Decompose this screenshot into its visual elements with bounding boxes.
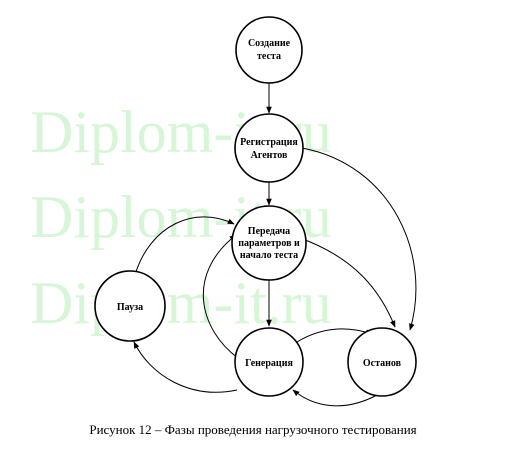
node-register-line-1: Регистрация bbox=[240, 137, 298, 148]
edge-pause-transfer bbox=[134, 216, 235, 276]
edge-transfer-stop bbox=[299, 237, 396, 328]
node-create: Создание теста bbox=[235, 16, 303, 84]
watermark-text: Diplom-it.ru bbox=[30, 270, 332, 336]
node-create-line-1: Создание bbox=[248, 38, 291, 49]
edge-generate-transfer bbox=[202, 234, 239, 359]
edges bbox=[133, 83, 417, 407]
node-pause-label: Пауза bbox=[117, 302, 143, 313]
figure-caption: Рисунок 12 – Фазы проведения нагрузочног… bbox=[89, 422, 417, 437]
node-create-line-2: теста bbox=[257, 51, 281, 62]
node-stop-label: Останов bbox=[363, 358, 402, 369]
node-transfer-line-2: параметров и bbox=[238, 238, 300, 249]
edge-generate-stop bbox=[296, 328, 373, 343]
node-register-line-2: Агентов bbox=[251, 150, 288, 161]
node-stop: Останов bbox=[347, 327, 417, 397]
node-generate: Генерация bbox=[234, 327, 304, 397]
node-generate-label: Генерация bbox=[245, 358, 293, 369]
node-pause: Пауза bbox=[94, 270, 166, 342]
node-transfer: Передача параметров и начало теста bbox=[231, 205, 307, 281]
edge-register-stop bbox=[301, 147, 417, 331]
edge-stop-generate bbox=[292, 389, 378, 407]
node-transfer-line-1: Передача bbox=[248, 226, 290, 237]
node-register: Регистрация Агентов bbox=[234, 113, 304, 183]
node-transfer-line-3: начало теста bbox=[240, 250, 298, 261]
edge-generate-pause bbox=[133, 341, 238, 393]
phase-diagram: Diplom-it.ru Diplom-it.ru Diplom-it.ru С… bbox=[30, 16, 417, 407]
